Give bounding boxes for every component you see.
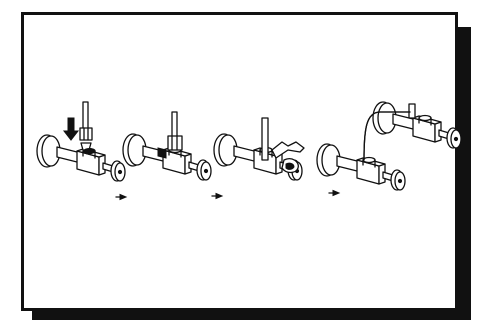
step-1-valve-icon xyxy=(36,101,126,182)
step-arrow-icon xyxy=(328,189,340,197)
step-3-valve-icon xyxy=(213,117,305,181)
step-2-valve-icon xyxy=(122,111,212,181)
step-arrow-icon xyxy=(115,193,127,201)
step-4-valve-icon xyxy=(316,101,462,191)
step-arrow-icon xyxy=(211,192,223,200)
wrench-icon xyxy=(271,141,305,174)
